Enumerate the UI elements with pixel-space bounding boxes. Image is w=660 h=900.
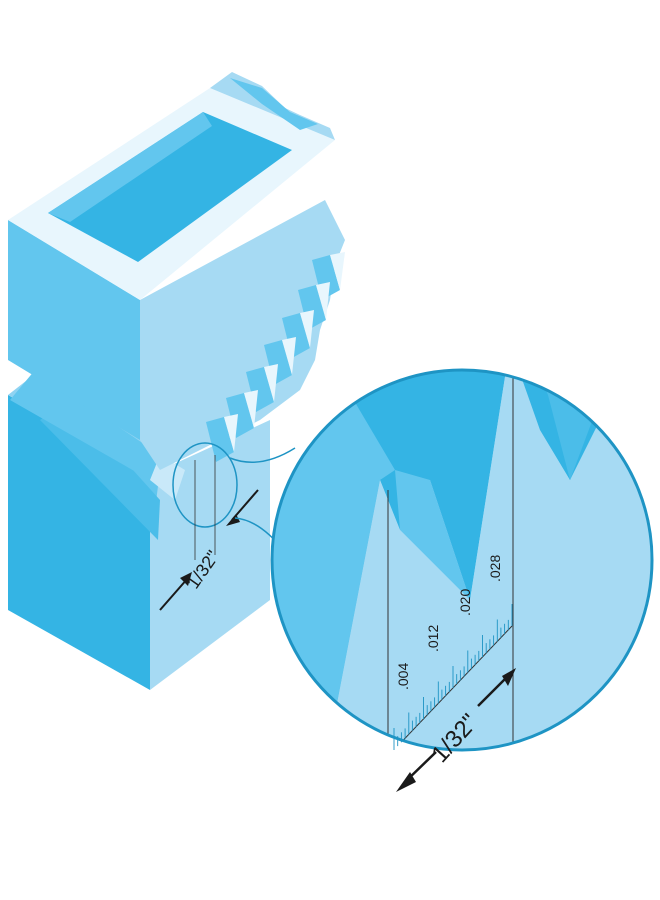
scale-label-012: .012	[425, 625, 441, 652]
scale-label-004: .004	[395, 663, 411, 690]
small-detail-circle	[172, 442, 238, 560]
small-dimension-arrows	[159, 489, 259, 611]
scale-labels: .004 .012 .020 .028	[395, 555, 503, 690]
magnified-view	[270, 368, 654, 752]
upper-block	[8, 72, 345, 470]
scale-label-020: .020	[457, 589, 473, 616]
magnified-dimension-arrows	[396, 668, 516, 792]
scale-ticks	[393, 604, 513, 750]
upper-rack-teeth	[206, 255, 340, 462]
scale-label-028: .028	[487, 555, 503, 582]
